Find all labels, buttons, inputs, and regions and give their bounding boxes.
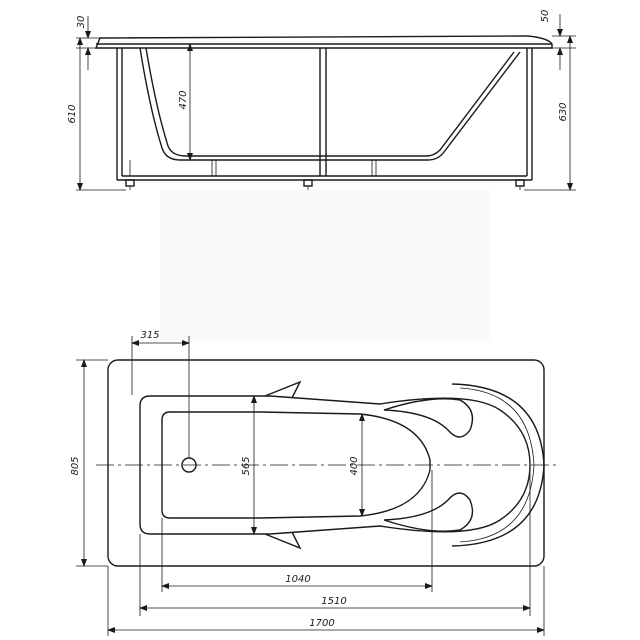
top-inner-bottom [161,411,431,519]
side-brackets [129,160,377,176]
dim-depth: 470 [178,90,189,109]
dim-bowl-width: 565 [241,456,252,475]
dim-bottom-length: 1040 [285,574,310,585]
dim-bowl-length: 1510 [321,596,346,607]
dim-height-right: 630 [558,102,569,121]
dim-height-left: 610 [67,104,78,123]
dim-bottom-width: 400 [349,456,360,475]
top-handle-upper [383,398,474,438]
top-handle-lower [383,492,474,532]
top-left-handle-bottom [264,531,302,550]
top-view: 315 805 565 400 1040 1510 1700 [70,330,556,636]
side-tub-shell [139,47,521,161]
top-headrest-arc [451,383,545,547]
side-view: 30 610 470 50 630 [67,10,576,191]
dim-rim-left: 30 [76,16,87,29]
dim-rim-right: 50 [540,10,551,23]
side-rim [94,35,553,49]
dim-overall-width: 805 [70,456,81,475]
top-left-handle-top [264,380,302,399]
background-watermark [160,190,490,340]
dim-overall-length: 1700 [309,618,334,629]
top-bowl-outline [139,395,531,535]
side-feet [125,179,525,190]
dim-drain-offset: 315 [140,330,159,341]
